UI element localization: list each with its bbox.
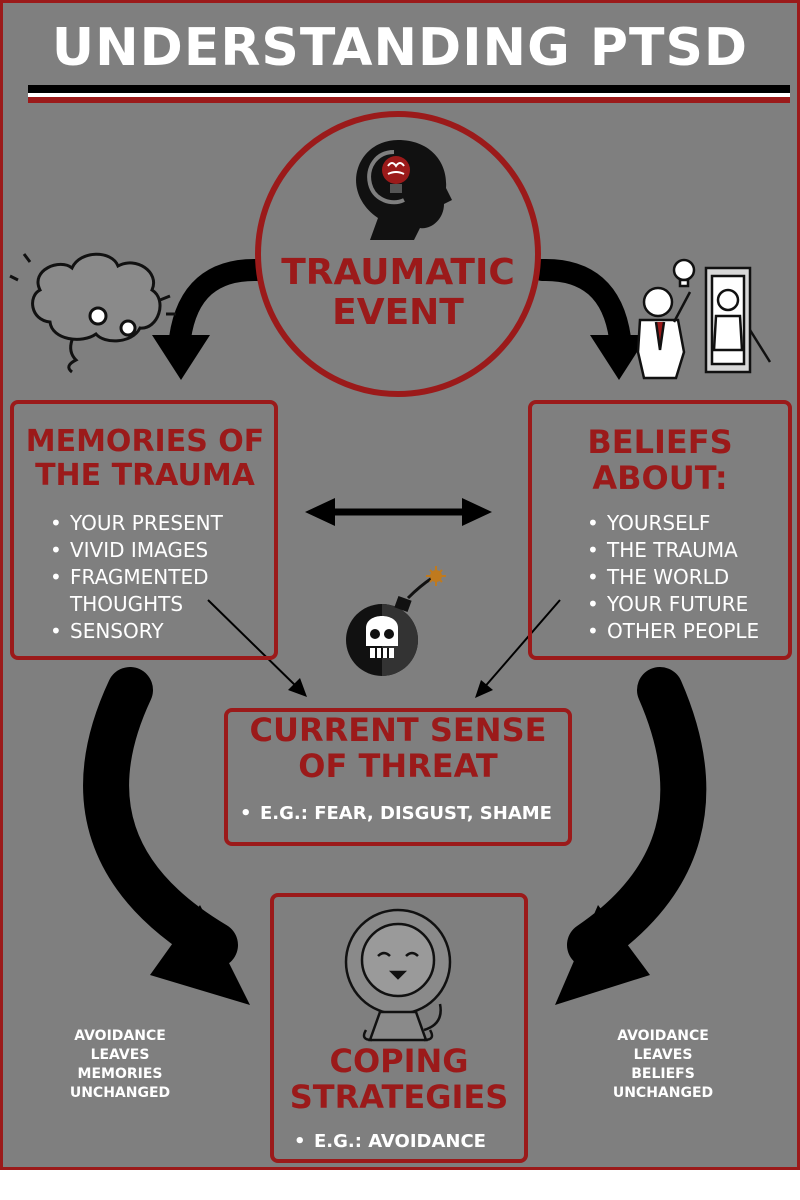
- list-item: YOUR FUTURE: [585, 591, 790, 618]
- note-left: AVOIDANCE LEAVES MEMORIES UNCHANGED: [69, 1028, 171, 1101]
- beliefs-list: YOURSELF THE TRAUMA THE WORLD YOUR FUTUR…: [585, 510, 790, 645]
- arrow-beliefs-to-coping: [567, 667, 707, 968]
- list-item: YOUR PRESENT: [48, 510, 273, 537]
- arrow-event-to-memories: [169, 258, 269, 349]
- list-item: THE TRAUMA: [585, 537, 790, 564]
- man-mirror-icon: [636, 258, 772, 380]
- brain-icon: [9, 252, 176, 374]
- list-item: OTHER PEOPLE: [585, 618, 790, 645]
- title-rule-black: [28, 85, 790, 93]
- arrow-head-coping-right: [555, 905, 650, 1005]
- coping-list: E.G.: AVOIDANCE: [292, 1128, 522, 1155]
- arrow-head-memories: [152, 335, 210, 380]
- memories-box: [10, 400, 278, 660]
- arrow-memories-to-coping: [83, 667, 238, 968]
- head-lightbulb-icon: [356, 140, 452, 240]
- memories-list: YOUR PRESENT VIVID IMAGES FRAGMENTED THO…: [48, 510, 273, 645]
- beliefs-heading: BELIEFS ABOUT:: [587, 423, 733, 497]
- event-circle: [255, 111, 541, 397]
- threat-heading: CURRENT SENSE OF THREAT: [249, 711, 547, 785]
- double-arrow-left-head: [305, 498, 335, 526]
- threat-list: E.G.: FEAR, DISGUST, SHAME: [238, 800, 568, 827]
- thin-arrow-left: [207, 599, 301, 691]
- coping-box: [270, 893, 528, 1163]
- list-item: E.G.: AVOIDANCE: [292, 1128, 522, 1155]
- list-item: FRAGMENTED: [48, 564, 273, 591]
- thin-arrow-left-head: [288, 678, 307, 697]
- list-item: VIVID IMAGES: [48, 537, 273, 564]
- list-item: SENSORY: [48, 618, 273, 645]
- memories-heading: MEMORIES OF THE TRAUMA: [25, 424, 265, 493]
- page-title: UNDERSTANDING PTSD: [51, 18, 749, 78]
- list-item: E.G.: FEAR, DISGUST, SHAME: [238, 800, 568, 827]
- thin-arrow-right-head: [475, 680, 493, 698]
- arrow-head-coping-left: [150, 905, 250, 1005]
- list-item: THE WORLD: [585, 564, 790, 591]
- beliefs-box: [528, 400, 792, 660]
- bomb-skull-icon: [346, 566, 446, 676]
- list-item-continuation: THOUGHTS: [70, 592, 184, 616]
- event-heading: TRAUMATIC EVENT: [281, 252, 515, 334]
- title-rule-red: [28, 97, 790, 103]
- thin-arrow-right: [481, 599, 561, 691]
- title-rule-white: [28, 93, 790, 97]
- arrow-head-beliefs: [590, 335, 648, 380]
- arrow-event-to-beliefs: [531, 258, 631, 349]
- lion-icon: [344, 908, 452, 1042]
- double-arrow-right-head: [462, 498, 492, 526]
- note-right: AVOIDANCE LEAVES BELIEFS UNCHANGED: [612, 1028, 714, 1101]
- coping-heading: COPING STRATEGIES: [289, 1042, 509, 1116]
- list-item: YOURSELF: [585, 510, 790, 537]
